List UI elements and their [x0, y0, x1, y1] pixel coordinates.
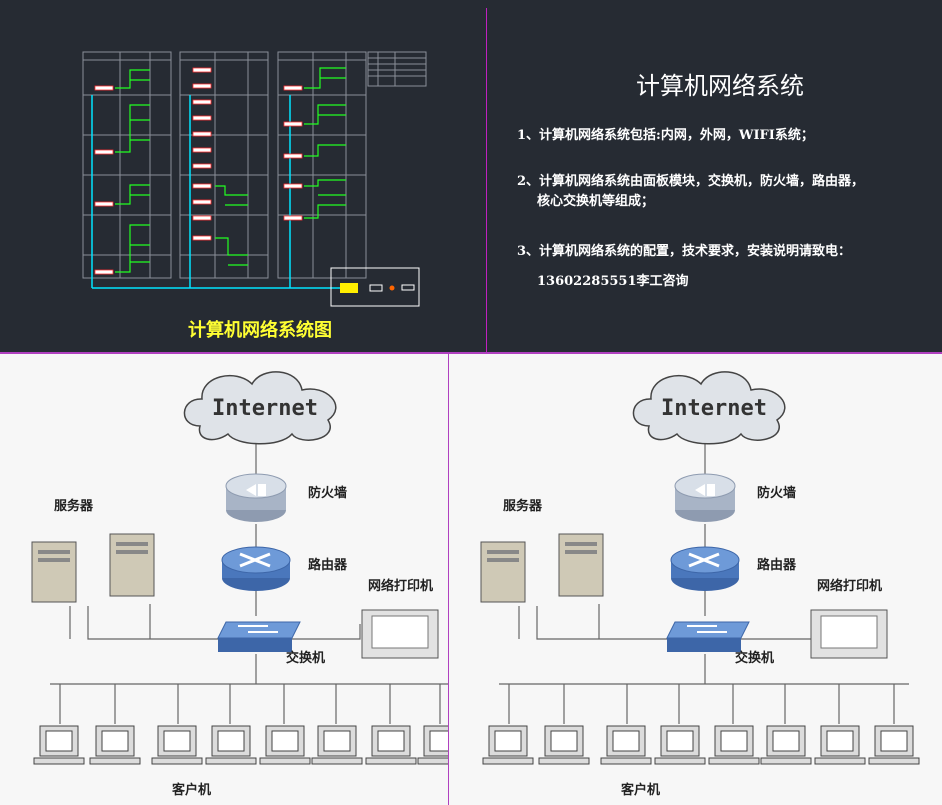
- info-title: 计算机网络系统: [636, 72, 804, 100]
- info-line-4: 3、计算机网络系统的配置，技术要求，安装说明请致电：: [517, 244, 852, 259]
- cad-caption: 计算机网络系统图: [188, 320, 332, 341]
- router-icon: [221, 546, 291, 591]
- info-line-2: 2、计算机网络系统由面板模块，交换机，防火墙，路由器，: [517, 174, 865, 189]
- client-icon: [760, 725, 812, 765]
- switch-label: 交换机: [735, 650, 774, 666]
- client-icon: [311, 725, 363, 765]
- panel-divider: [448, 354, 449, 805]
- client-icon: [33, 725, 85, 765]
- printer-label: 网络打印机: [817, 578, 882, 594]
- server-icon: [31, 533, 155, 603]
- printer-icon: [810, 609, 888, 659]
- client-icon: [259, 725, 311, 765]
- cad-panel: 计算机网络系统图: [0, 0, 942, 352]
- client-icon: [538, 725, 590, 765]
- client-icon: [814, 725, 866, 765]
- client-icon: [151, 725, 203, 765]
- printer-label: 网络打印机: [368, 578, 433, 594]
- client-icon: [89, 725, 141, 765]
- info-line-3: 核心交换机等组成；: [537, 194, 655, 209]
- switch-label: 交换机: [286, 650, 325, 666]
- internet-cloud-icon: Internet: [632, 371, 786, 445]
- client-icon: [868, 725, 920, 765]
- firewall-label: 防火墙: [757, 485, 796, 501]
- client-computers: [482, 725, 920, 765]
- client-computers: [33, 725, 448, 765]
- internet-label: Internet: [661, 396, 767, 421]
- router-label: 路由器: [308, 557, 348, 573]
- client-label: 客户机: [621, 782, 660, 798]
- cad-drawing: [82, 51, 427, 307]
- printer-icon: [361, 609, 439, 659]
- router-icon: [670, 546, 740, 591]
- client-icon: [417, 725, 448, 765]
- client-label: 客户机: [172, 782, 211, 798]
- vertical-divider: [486, 8, 487, 352]
- internet-cloud-icon: Internet: [183, 371, 337, 445]
- client-icon: [600, 725, 652, 765]
- network-diagram-right: Internet 防火墙 路由器 服务器 网络打印机: [449, 354, 942, 805]
- connection-lines: [50, 432, 448, 724]
- client-icon: [205, 725, 257, 765]
- internet-label: Internet: [212, 396, 318, 421]
- network-diagram-left: Internet 防火墙 路由器 服务器: [0, 354, 448, 805]
- info-line-1: 1、计算机网络系统包括:内网，外网，WIFI系统；: [517, 128, 814, 143]
- client-icon: [708, 725, 760, 765]
- server-label: 服务器: [503, 498, 543, 514]
- info-line-5: 13602285551李工咨询: [537, 274, 689, 289]
- client-icon: [365, 725, 417, 765]
- switch-icon: [666, 621, 750, 652]
- router-label: 路由器: [757, 557, 797, 573]
- client-icon: [654, 725, 706, 765]
- firewall-icon: [225, 473, 287, 522]
- switch-icon: [217, 621, 301, 652]
- client-icon: [482, 725, 534, 765]
- server-icon: [480, 533, 604, 603]
- firewall-label: 防火墙: [308, 485, 347, 501]
- server-label: 服务器: [54, 498, 94, 514]
- horizontal-divider: [0, 352, 942, 354]
- firewall-icon: [674, 473, 736, 522]
